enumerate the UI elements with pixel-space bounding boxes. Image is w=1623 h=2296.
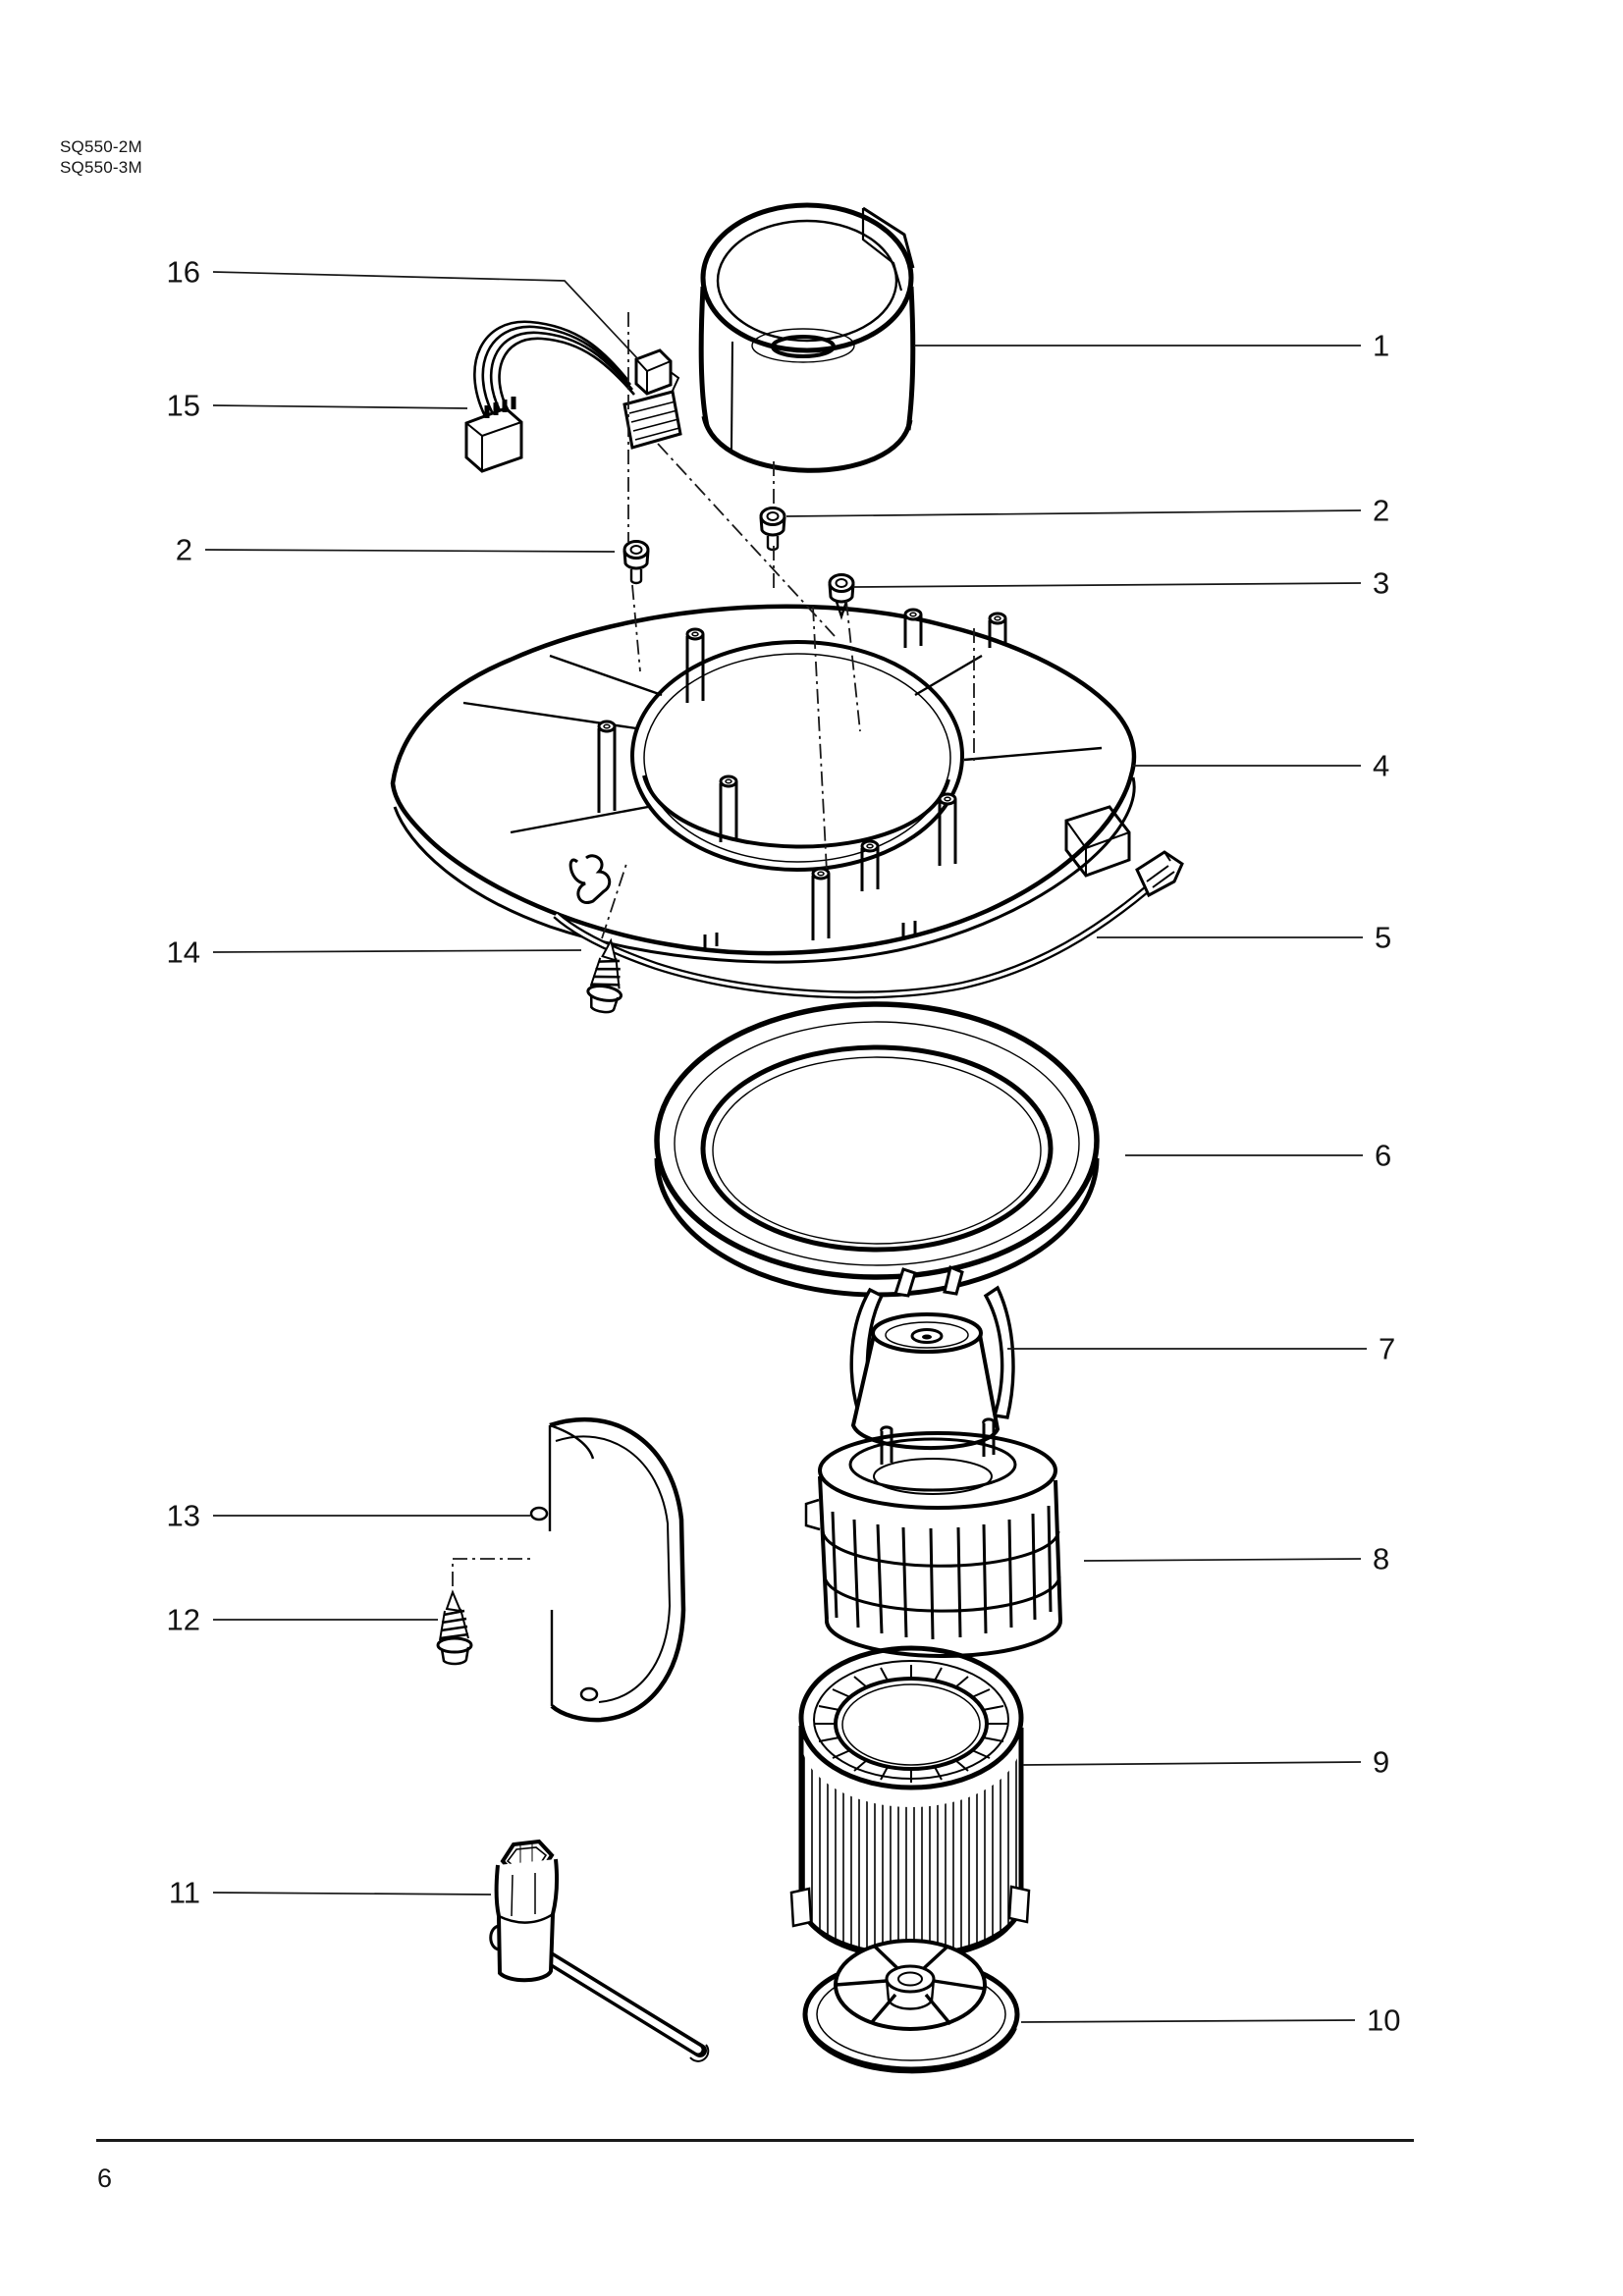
callout-label-12: 12 bbox=[167, 1603, 200, 1637]
part-15-16-wire-harness bbox=[464, 320, 682, 473]
part-12-screw bbox=[436, 1589, 473, 1666]
callout-label-1: 1 bbox=[1373, 329, 1389, 363]
footer-rule bbox=[96, 2139, 1414, 2142]
callout-label-6: 6 bbox=[1375, 1139, 1391, 1173]
callout-label-9: 9 bbox=[1373, 1745, 1389, 1780]
callout-label-15: 15 bbox=[167, 389, 200, 423]
callout-label-4: 4 bbox=[1373, 749, 1389, 783]
callout-leader-15 bbox=[212, 404, 468, 409]
part-10-bottom-fan bbox=[802, 1939, 1020, 2074]
part-2-screw-left bbox=[622, 540, 650, 585]
callout-leader-2 bbox=[785, 509, 1362, 517]
callout-label-11: 11 bbox=[169, 1876, 200, 1910]
callout-label-8: 8 bbox=[1373, 1542, 1389, 1576]
callout-leader-10 bbox=[1020, 2019, 1356, 2023]
part-3-screw bbox=[828, 573, 855, 620]
part-11-socket-tool bbox=[489, 1839, 710, 2062]
part-7-fan-impeller bbox=[849, 1264, 1015, 1450]
callout-label-2: 2 bbox=[176, 533, 192, 567]
callout-leader-9 bbox=[1022, 1761, 1362, 1766]
part-2-screw-right bbox=[759, 507, 786, 552]
callout-leader-2 bbox=[204, 549, 616, 553]
callout-label-3: 3 bbox=[1373, 566, 1389, 601]
callout-label-10: 10 bbox=[1367, 2003, 1400, 2038]
callout-leader-16 bbox=[212, 271, 639, 360]
callout-label-2: 2 bbox=[1373, 494, 1389, 528]
model-numbers: SQ550-2M SQ550-3M bbox=[60, 136, 142, 178]
part-9-filter-cartridge bbox=[789, 1645, 1031, 1960]
alignment-lines bbox=[452, 312, 975, 1586]
part-14-screw bbox=[586, 937, 623, 1014]
model-number-1: SQ550-2M bbox=[60, 137, 142, 156]
callout-label-7: 7 bbox=[1379, 1332, 1395, 1366]
part-6-sealing-ring bbox=[654, 1001, 1100, 1298]
callout-leader-8 bbox=[1083, 1558, 1362, 1562]
callout-leader-11 bbox=[212, 1892, 492, 1896]
wire-clip bbox=[568, 854, 612, 904]
callout-leader-3 bbox=[852, 582, 1362, 588]
part-4-base-plate bbox=[390, 604, 1137, 964]
callout-label-16: 16 bbox=[167, 255, 200, 290]
callout-label-14: 14 bbox=[167, 935, 200, 970]
part-13-clamp-band bbox=[529, 1416, 686, 1723]
model-number-2: SQ550-3M bbox=[60, 158, 142, 177]
part-1-motor-cover bbox=[698, 202, 916, 473]
callout-label-13: 13 bbox=[167, 1499, 200, 1533]
callout-label-5: 5 bbox=[1375, 921, 1391, 955]
page-number: 6 bbox=[97, 2163, 113, 2193]
callout-leader-14 bbox=[212, 949, 582, 953]
part-8-motor-cage bbox=[804, 1417, 1062, 1658]
